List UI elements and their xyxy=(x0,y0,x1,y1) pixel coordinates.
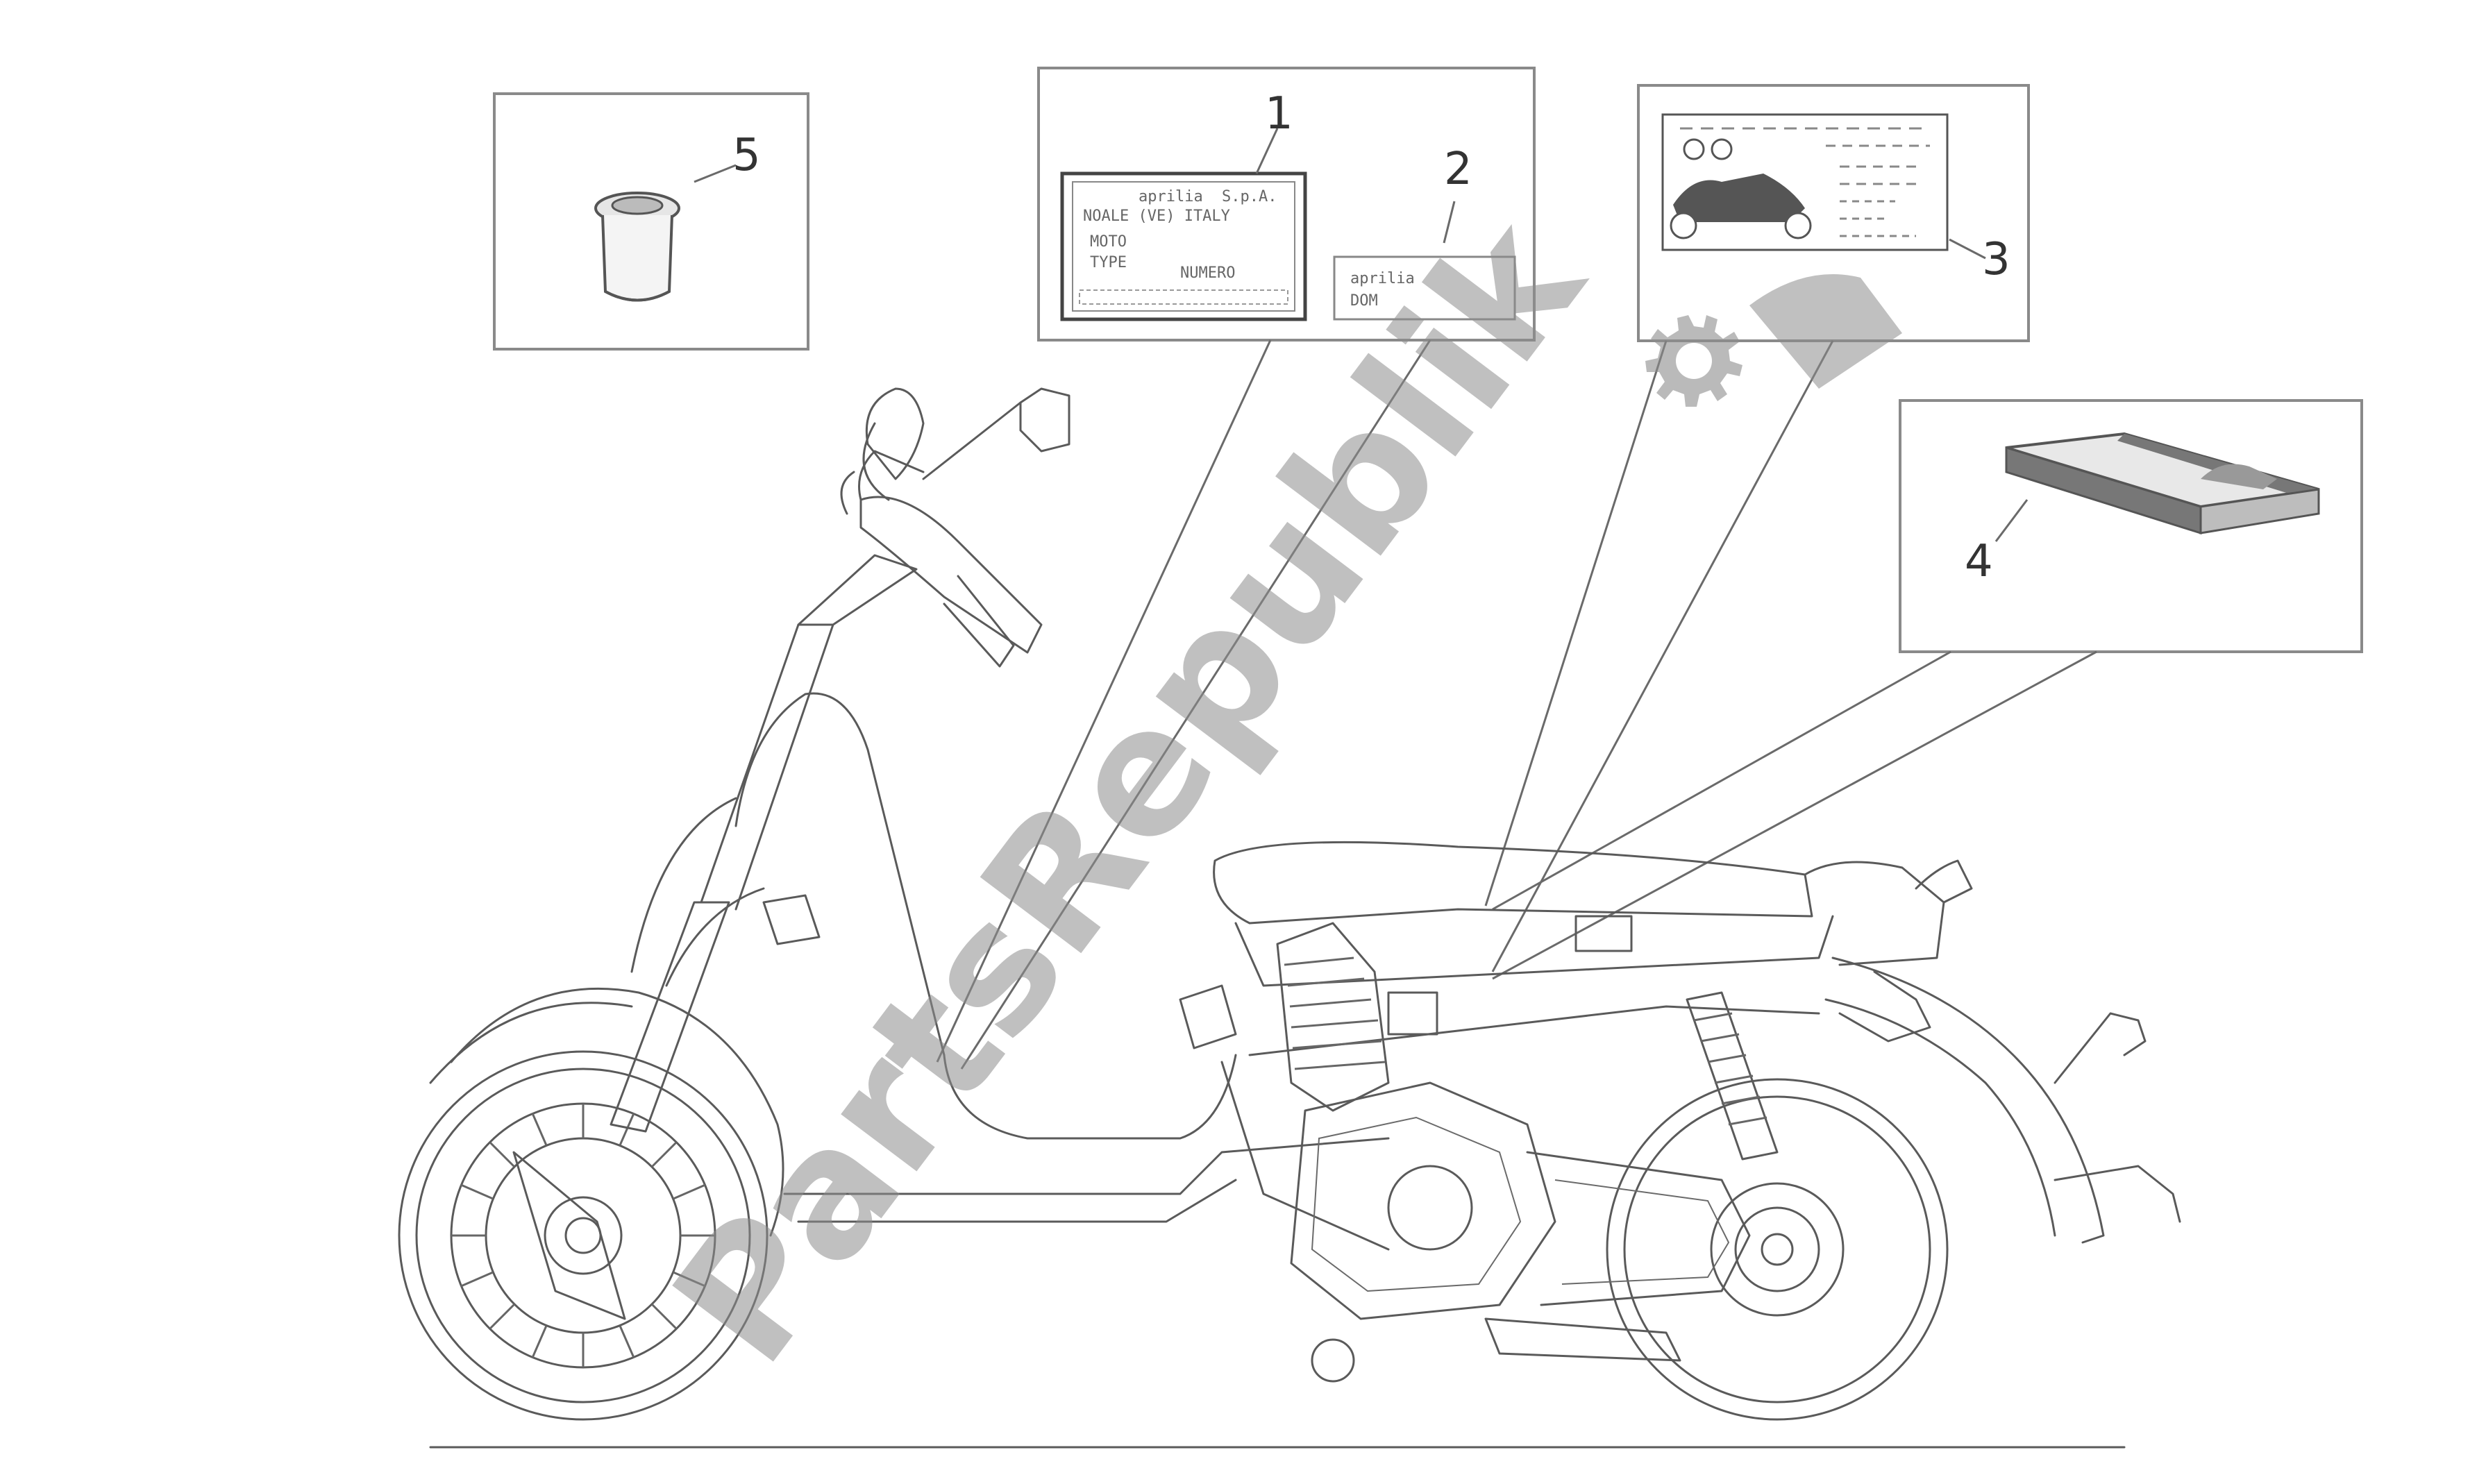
part-box-4[interactable]: 4 xyxy=(1899,399,2363,653)
svg-text:aprilia: aprilia xyxy=(1350,270,1415,287)
watermark: PartsRepublik xyxy=(635,181,1902,1399)
manual-book-icon xyxy=(2005,432,2320,535)
callout-5: 5 xyxy=(732,130,761,181)
svg-text:S.p.A.: S.p.A. xyxy=(1222,188,1277,205)
svg-text:DOM: DOM xyxy=(1350,292,1378,310)
svg-text:NOALE (VE) ITALY: NOALE (VE) ITALY xyxy=(1083,208,1230,225)
dom-label: aprilia DOM xyxy=(1333,255,1516,321)
type-plate-label: aprilia S.p.A. NOALE (VE) ITALY MOTO TYP… xyxy=(1060,171,1307,321)
scooter-icon xyxy=(398,387,2181,1449)
callout-4: 4 xyxy=(1965,536,1993,587)
callout-3: 3 xyxy=(1982,234,2010,285)
part-box-5[interactable]: 5 xyxy=(493,92,809,351)
svg-text:TYPE: TYPE xyxy=(1090,254,1127,271)
gear-icon xyxy=(1645,315,1742,407)
callout-2: 2 xyxy=(1444,144,1472,195)
svg-text:aprilia: aprilia xyxy=(1139,188,1203,205)
part-box-1-2[interactable]: aprilia S.p.A. NOALE (VE) ITALY MOTO TYP… xyxy=(1037,67,1536,342)
svg-text:PartsRepublik: PartsRepublik xyxy=(635,181,1623,1399)
leader-lines xyxy=(936,339,2097,1070)
bushing-icon xyxy=(594,192,680,302)
svg-text:MOTO: MOTO xyxy=(1090,233,1127,251)
svg-text:NUMERO: NUMERO xyxy=(1180,264,1235,282)
callout-1: 1 xyxy=(1265,88,1293,140)
warning-sticker xyxy=(1661,113,1949,251)
